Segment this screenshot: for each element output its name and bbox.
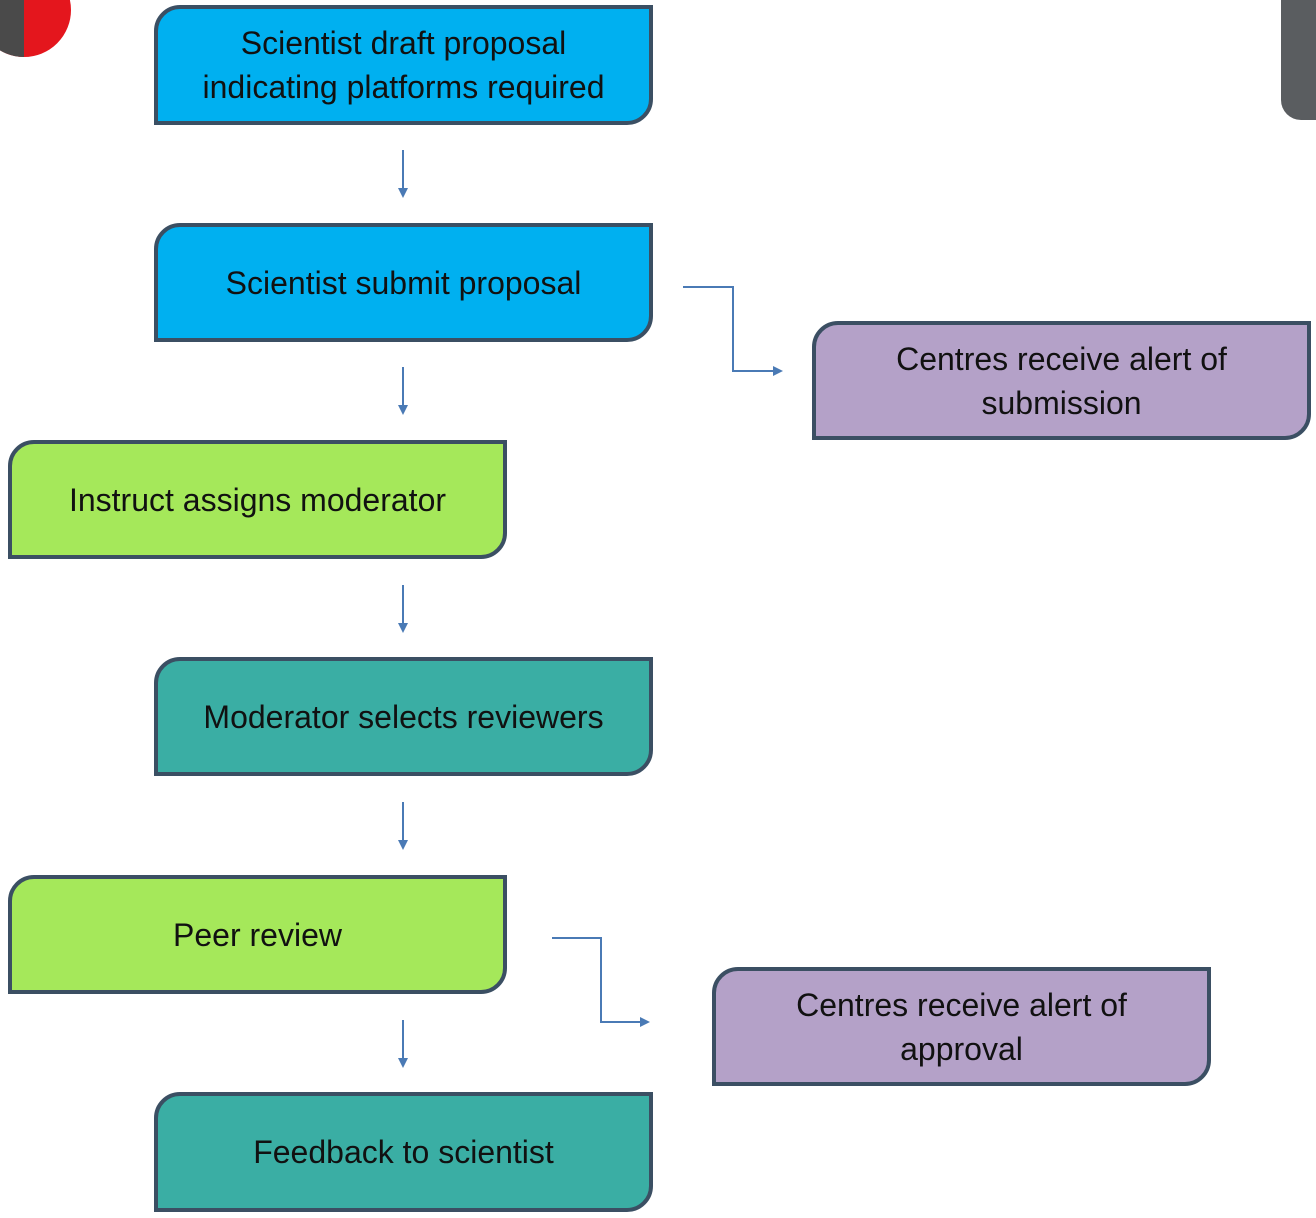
node-peer-review-label: Peer review <box>173 916 342 953</box>
node-alert-submission-label: Centres receive alert of submission <box>896 340 1227 421</box>
node-feedback-label: Feedback to scientist <box>253 1134 554 1170</box>
node-peer-review: Peer review <box>8 875 507 994</box>
logo-icon <box>0 0 74 60</box>
node-submit-proposal-label: Scientist submit proposal <box>225 264 582 301</box>
edge-peer-review-to-alert-approval <box>552 937 650 1027</box>
node-select-reviewers-label: Moderator selects reviewers <box>203 698 604 735</box>
node-alert-submission: Centres receive alert of submission <box>812 321 1311 440</box>
corner-tab-decoration <box>1281 0 1316 120</box>
node-alert-approval: Centres receive alert of approval <box>712 967 1211 1086</box>
node-feedback: Feedback to scientist <box>154 1092 653 1212</box>
node-draft-proposal: Scientist draft proposal indicating plat… <box>154 5 653 125</box>
node-alert-approval-label: Centres receive alert of approval <box>796 986 1127 1067</box>
node-submit-proposal: Scientist submit proposal <box>154 223 653 342</box>
node-select-reviewers: Moderator selects reviewers <box>154 657 653 776</box>
edge-submit-to-alert-submission <box>683 286 783 376</box>
node-draft-proposal-label: Scientist draft proposal indicating plat… <box>202 25 605 105</box>
node-assign-moderator-label: Instruct assigns moderator <box>68 481 447 518</box>
node-assign-moderator: Instruct assigns moderator <box>8 440 507 559</box>
